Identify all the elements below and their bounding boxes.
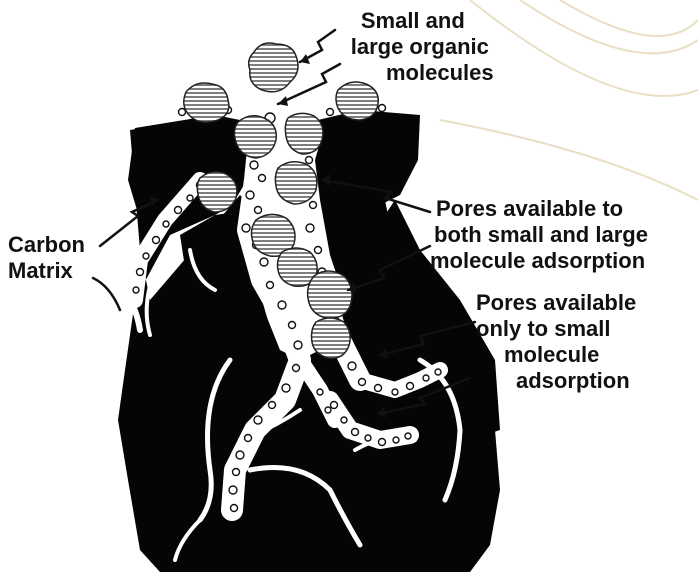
large-molecule: [312, 318, 351, 358]
label-pores-small-line3: molecule: [504, 342, 636, 368]
label-pores-small-line2: only to small: [476, 316, 636, 342]
label-pores-both: Pores available to both small and large …: [436, 196, 648, 274]
arrow-carbon-matrix: [93, 278, 120, 310]
large-molecule-floating: [249, 43, 298, 92]
large-molecule: [197, 172, 237, 212]
label-molecules-line2: large organic: [346, 34, 494, 60]
large-molecule: [234, 116, 276, 158]
label-molecules: Small and large organic molecules: [332, 8, 494, 86]
label-molecules-line1: Small and: [332, 8, 494, 34]
large-molecule: [285, 113, 323, 154]
label-carbon-line2: Matrix: [8, 258, 85, 284]
label-carbon-line1: Carbon: [8, 232, 85, 258]
large-molecule: [275, 162, 317, 204]
label-pores-both-line3: molecule adsorption: [430, 248, 648, 274]
label-pores-both-line1: Pores available to: [436, 196, 648, 222]
large-molecule: [308, 271, 352, 318]
label-pores-small: Pores available only to small molecule a…: [476, 290, 636, 394]
label-pores-small-line1: Pores available: [476, 290, 636, 316]
large-molecule: [184, 83, 229, 122]
large-molecule: [336, 82, 378, 120]
label-carbon-matrix: Carbon Matrix: [8, 232, 85, 284]
label-molecules-line3: molecules: [386, 60, 494, 86]
label-pores-small-line4: adsorption: [516, 368, 636, 394]
label-pores-both-line2: both small and large: [434, 222, 648, 248]
